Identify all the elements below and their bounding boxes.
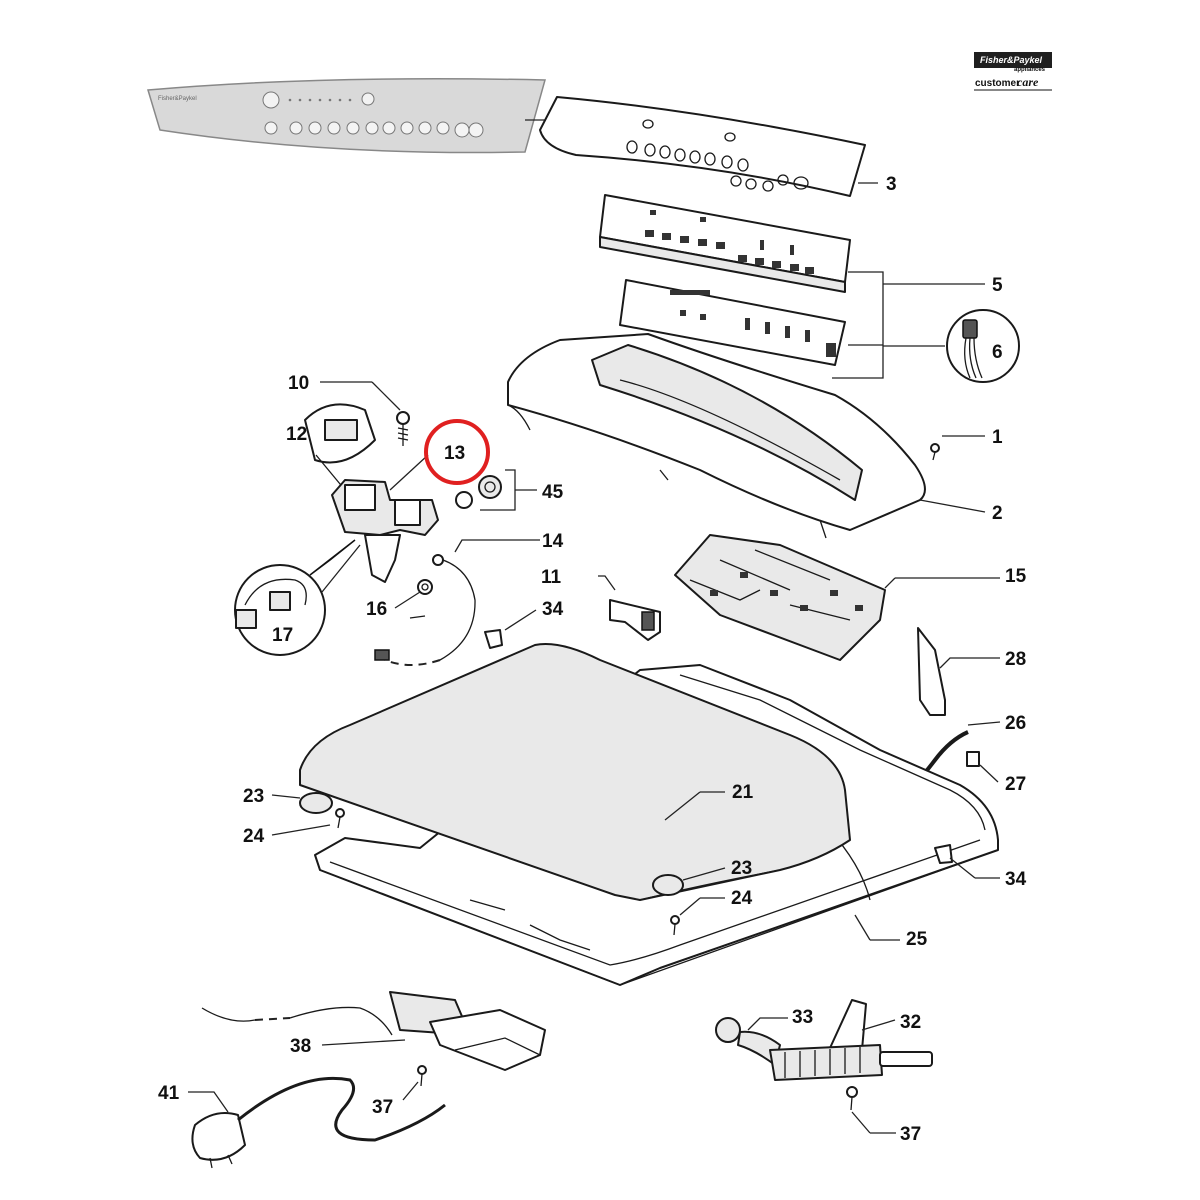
- callout-27: 27: [1005, 774, 1026, 795]
- callout-32: 32: [900, 1012, 921, 1033]
- callout-37-left: 37: [372, 1097, 393, 1118]
- callout-24-left: 24: [243, 826, 265, 847]
- part-control-boards: [599, 194, 851, 366]
- callout-41: 41: [158, 1083, 180, 1104]
- callout-15: 16: [366, 599, 387, 620]
- brand-name: Fisher&Paykel: [980, 55, 1043, 65]
- brand-service-script: care: [1017, 75, 1039, 89]
- part-heater-element: [769, 999, 933, 1081]
- callout-6: 6: [992, 342, 1003, 363]
- part-screw-24-right: [670, 915, 680, 936]
- part-pressure-tube: [374, 554, 476, 666]
- callout-12: 12: [286, 424, 307, 445]
- part-bumper-23-right: [652, 874, 684, 896]
- part-bumper-23-left: [299, 792, 333, 814]
- brand-logo: Fisher&Paykel appliances customer care: [974, 52, 1052, 91]
- callout-33: 33: [792, 1007, 813, 1028]
- part-bracket-28: [917, 627, 946, 716]
- callout-1: 1: [992, 427, 1003, 448]
- callout-45: 45: [542, 482, 564, 503]
- panel-overlay-brand: Fisher&Paykel: [158, 96, 197, 102]
- part-clip-27: [966, 751, 980, 767]
- callout-11: 15: [1005, 566, 1027, 587]
- part-filter-washer: [455, 475, 502, 509]
- control-panel-overlay: Fisher&Paykel: [147, 78, 546, 154]
- callout-14: 14: [542, 531, 564, 552]
- part-power-cord: [191, 1076, 446, 1169]
- part-console-housing: [507, 333, 926, 539]
- highlight-circle: [424, 419, 490, 485]
- brand-tagline: appliances: [1014, 67, 1046, 73]
- callout-21: 21: [732, 782, 754, 803]
- callout-38: 38: [290, 1036, 311, 1057]
- callout-34-upper: 34: [542, 599, 564, 620]
- callout-10: 10: [288, 373, 309, 394]
- part-screw-10: [396, 411, 410, 446]
- part-power-harness: [201, 991, 546, 1071]
- part-grommet-15: [417, 579, 433, 595]
- part-valve-bracket-detail: [304, 403, 376, 491]
- part-drain-hose: [715, 1017, 781, 1066]
- part-screw-1: [930, 443, 940, 461]
- callout-2: 2: [992, 503, 1003, 524]
- part-screw-24-left: [335, 808, 345, 829]
- callout-34-lower: 34: [1005, 869, 1027, 890]
- callout-16: 11: [541, 567, 562, 588]
- callout-26: 26: [1005, 713, 1026, 734]
- callout-37-right: 37: [900, 1124, 921, 1145]
- part-fascia-label: [539, 96, 866, 197]
- callout-5: 5: [992, 275, 1003, 296]
- callout-3: 3: [886, 174, 897, 195]
- callout-24-right: 24: [731, 888, 753, 909]
- callout-23-right: 23: [731, 858, 752, 879]
- callout-28: 28: [1005, 649, 1026, 670]
- brand-service: customer: [975, 78, 1020, 89]
- part-clip-34-upper: [484, 629, 503, 649]
- callout-17: 17: [272, 625, 293, 646]
- part-lid: [299, 643, 851, 901]
- part-water-inlet-valve: [309, 479, 439, 583]
- callout-25: 25: [906, 929, 928, 950]
- part-connector-detail: [234, 564, 326, 656]
- part-clip-34-lower: [934, 844, 953, 864]
- part-screw-37-right: [846, 1086, 858, 1111]
- callout-23-left: 23: [243, 786, 264, 807]
- part-lid-switch: [609, 599, 661, 641]
- callout-13: 13: [444, 443, 465, 464]
- part-motor-controller: [674, 534, 886, 661]
- part-wire-harness-detail: [946, 309, 1020, 383]
- part-screw-37-left: [417, 1065, 427, 1087]
